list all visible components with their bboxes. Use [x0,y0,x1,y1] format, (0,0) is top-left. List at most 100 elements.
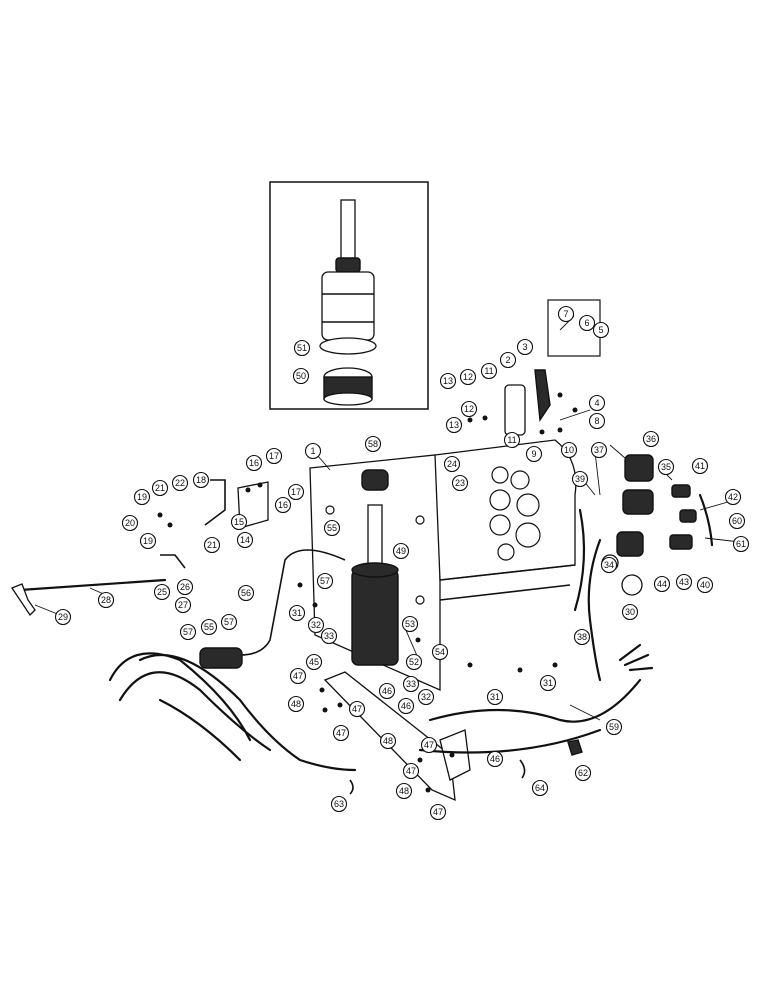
callout-31c: 31 [539,674,557,692]
svg-text:31: 31 [543,678,553,688]
svg-text:12: 12 [464,404,474,414]
callout-33b: 33 [402,675,420,693]
left-linkage [11,479,269,617]
callout-6: 6 [578,314,596,332]
callout-48c: 48 [395,782,413,800]
intake-pipe [199,549,346,669]
svg-text:62: 62 [578,768,588,778]
svg-text:5: 5 [598,325,603,335]
svg-text:8: 8 [594,416,599,426]
callout-46b: 46 [397,697,415,715]
callout-3: 3 [516,338,534,356]
callout-4: 4 [588,394,606,412]
svg-text:47: 47 [293,671,303,681]
callout-30: 30 [621,603,639,621]
callout-7: 7 [557,305,575,323]
svg-text:42: 42 [728,492,738,502]
svg-text:13: 13 [449,420,459,430]
callout-20: 20 [121,514,139,532]
callout-42: 42 [724,488,742,506]
callout-13b: 13 [445,416,463,434]
svg-text:58: 58 [368,439,378,449]
svg-text:56: 56 [241,588,251,598]
svg-text:37: 37 [594,445,604,455]
callout-50: 50 [292,367,310,385]
svg-text:38: 38 [577,632,587,642]
callout-19b: 19 [139,532,157,550]
svg-text:54: 54 [435,647,445,657]
svg-text:27: 27 [178,600,188,610]
callout-8: 8 [588,412,606,430]
svg-text:46: 46 [401,701,411,711]
svg-text:35: 35 [661,462,671,472]
svg-text:59: 59 [609,722,619,732]
svg-text:46: 46 [490,754,500,764]
callout-38: 38 [573,628,591,646]
svg-text:34: 34 [604,560,614,570]
svg-text:39: 39 [575,474,585,484]
callout-45: 45 [305,653,323,671]
callout-46c: 46 [486,750,504,768]
svg-text:6: 6 [584,318,589,328]
callout-40: 40 [696,576,714,594]
callout-17b: 17 [287,483,305,501]
switch-cluster [601,454,697,596]
callout-37: 37 [590,441,608,459]
callout-12b: 12 [460,400,478,418]
svg-text:47: 47 [406,766,416,776]
svg-text:31: 31 [292,608,302,618]
svg-text:47: 47 [424,740,434,750]
svg-text:50: 50 [296,371,306,381]
svg-text:11: 11 [507,435,516,445]
callout-57c: 57 [220,613,238,631]
callout-47f: 47 [429,803,447,821]
svg-text:18: 18 [196,475,206,485]
svg-text:23: 23 [455,478,465,488]
callout-29: 29 [54,608,72,626]
callout-24: 24 [443,455,461,473]
callout-35: 35 [657,458,675,476]
callout-19a: 19 [133,488,151,506]
svg-text:47: 47 [352,704,362,714]
svg-text:48: 48 [291,699,301,709]
svg-text:4: 4 [594,398,599,408]
callout-41: 41 [691,457,709,475]
wiring-harness [108,493,714,772]
callout-44: 44 [653,575,671,593]
callout-22: 22 [171,474,189,492]
svg-text:48: 48 [383,736,393,746]
switch-bracket [504,299,601,436]
svg-text:33: 33 [406,679,416,689]
callout-31a: 31 [288,604,306,622]
callout-47b: 47 [348,700,366,718]
svg-text:46: 46 [382,686,392,696]
callout-46a: 46 [378,682,396,700]
callout-17a: 17 [265,447,283,465]
svg-text:17: 17 [291,487,301,497]
callout-55b: 55 [200,618,218,636]
svg-text:49: 49 [396,546,406,556]
callout-25: 25 [153,583,171,601]
svg-text:21: 21 [207,540,217,550]
svg-text:20: 20 [125,518,135,528]
callout-43: 43 [675,573,693,591]
callout-57a: 57 [316,572,334,590]
svg-text:13: 13 [443,376,453,386]
callout-32b: 32 [417,688,435,706]
callout-52: 52 [405,653,423,671]
svg-text:10: 10 [564,445,574,455]
callout-21b: 21 [203,536,221,554]
callout-21a: 21 [151,479,169,497]
svg-text:52: 52 [409,657,419,667]
svg-text:47: 47 [336,728,346,738]
callout-63: 63 [330,795,348,813]
svg-text:29: 29 [58,612,68,622]
air-cleaner [351,469,399,666]
svg-text:57: 57 [320,576,330,586]
callout-64: 64 [531,779,549,797]
callout-34: 34 [600,556,618,574]
svg-text:2: 2 [505,355,510,365]
callout-11a: 11 [480,362,498,380]
callout-55a: 55 [323,519,341,537]
svg-text:43: 43 [679,577,689,587]
